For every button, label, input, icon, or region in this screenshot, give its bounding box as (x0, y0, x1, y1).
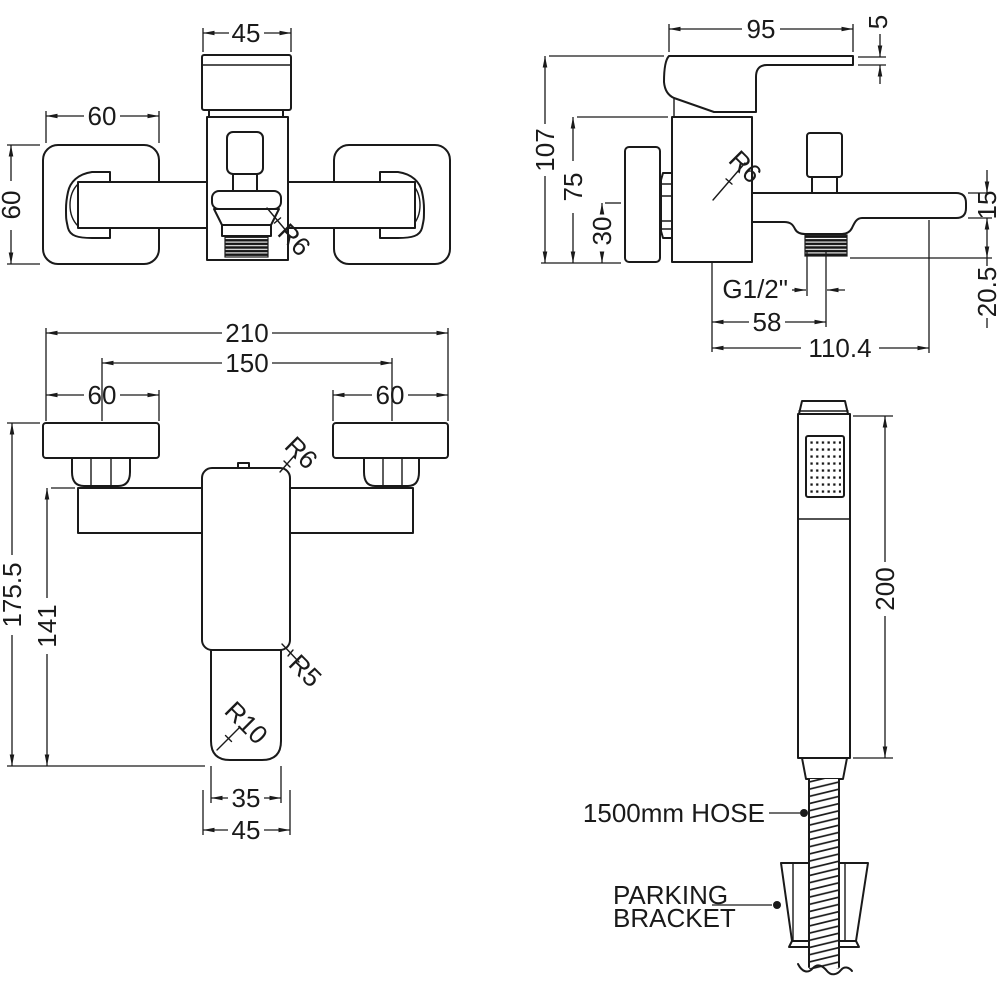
dim-overall-width: 210 (45, 318, 449, 421)
svg-text:5: 5 (863, 15, 893, 29)
svg-text:95: 95 (747, 14, 776, 44)
svg-text:35: 35 (232, 783, 261, 813)
handset-view: 200 1500mm HOSE PARKING BRACKET (583, 400, 900, 976)
dim-plate-height: 60 (0, 144, 40, 265)
dim-body-width: 45 (202, 790, 291, 845)
wall-bar-right (287, 181, 416, 229)
svg-text:110.4: 110.4 (808, 333, 871, 363)
radius-leader-r6-side (712, 162, 746, 201)
svg-text:210: 210 (225, 318, 268, 348)
valve-cap (201, 54, 292, 111)
cartridge (226, 131, 264, 175)
handset-cap (798, 400, 849, 415)
svg-text:45: 45 (232, 18, 261, 48)
dim-handle-thickness: 5 (858, 15, 893, 84)
side-view: R6 95 5 107 75 (530, 14, 1000, 363)
radius-leader-r6 (266, 207, 289, 234)
valve-body-front (201, 467, 291, 651)
dim-spout-reach: 110.4 (712, 220, 930, 363)
spout-side (751, 192, 967, 235)
valve-body-side (671, 116, 753, 263)
leader-dot (773, 901, 781, 909)
svg-text:G1/2": G1/2" (722, 274, 788, 304)
svg-text:60: 60 (88, 101, 117, 131)
dim-spout-width: 35 (210, 766, 282, 813)
top-view: R6 45 60 60 (0, 18, 451, 265)
dim-handset-length: 200 (853, 415, 900, 759)
wall-bar-left (77, 181, 208, 229)
lever-handle (663, 55, 854, 118)
front-view: R6 R5 R10 210 150 60 (0, 318, 449, 845)
leader-dot (800, 809, 808, 817)
dim-overall-height-front: 175.5 (0, 422, 205, 767)
svg-text:60: 60 (88, 380, 117, 410)
dim-outlet-height: 30 (587, 202, 621, 263)
dim-spout-thickness: 15 (968, 170, 1000, 219)
backnut-right-front (363, 457, 420, 487)
dim-body-height: 75 (558, 116, 668, 263)
dim-plate-width: 60 (45, 101, 160, 143)
dim-spout-drop: 141 (32, 487, 75, 766)
svg-text:150: 150 (225, 348, 268, 378)
wall-plate-left-front (42, 422, 160, 459)
dim-outlet-centre: 58 (711, 263, 826, 352)
svg-text:58: 58 (753, 307, 782, 337)
dim-plate-width-right: 60 (332, 380, 448, 421)
svg-text:45: 45 (232, 815, 261, 845)
svg-text:141: 141 (32, 604, 62, 647)
svg-text:1500mm HOSE: 1500mm HOSE (583, 798, 765, 828)
svg-text:20.5: 20.5 (972, 267, 1000, 318)
hose-break-symbol (797, 963, 853, 976)
outlet-cone (211, 190, 282, 237)
dim-plate-width-left: 60 (46, 380, 160, 421)
svg-text:107: 107 (530, 128, 560, 171)
dim-handle-length: 95 (668, 14, 854, 52)
label-hose: 1500mm HOSE (583, 798, 808, 828)
dim-outlet-drop: 20.5 (850, 218, 1000, 328)
svg-text:75: 75 (558, 173, 588, 202)
svg-text:30: 30 (587, 217, 617, 246)
svg-text:60: 60 (376, 380, 405, 410)
svg-text:PARKING: PARKING (613, 880, 728, 910)
diverter-knob (806, 132, 843, 194)
cartridge-stem (232, 173, 258, 192)
svg-text:BRACKET: BRACKET (613, 903, 736, 933)
dim-overall-height: 107 (530, 55, 664, 264)
backnut-left-front (71, 457, 131, 487)
hose-connector (801, 757, 848, 780)
outlet-thread (224, 235, 269, 258)
wall-plate-side (624, 146, 661, 263)
radius-leader-r6-front (279, 455, 295, 473)
radius-leader-r5 (281, 643, 300, 663)
dim-thread-size: G1/2" (722, 250, 845, 327)
spout-front (210, 647, 282, 761)
svg-text:200: 200 (870, 567, 900, 610)
radius-leader-r10 (216, 726, 241, 751)
svg-text:175.5: 175.5 (0, 562, 27, 627)
dim-fixing-centres: 150 (101, 348, 393, 421)
label-parking-bracket: PARKING BRACKET (613, 880, 781, 933)
spray-nozzles (809, 439, 841, 494)
svg-text:60: 60 (0, 191, 26, 220)
dim-radius-r6-front: R6 (279, 430, 324, 475)
wall-plate-right-front (332, 422, 449, 459)
svg-text:15: 15 (972, 191, 1000, 220)
dim-cap-width: 45 (202, 18, 292, 52)
shower-hose (797, 778, 853, 976)
